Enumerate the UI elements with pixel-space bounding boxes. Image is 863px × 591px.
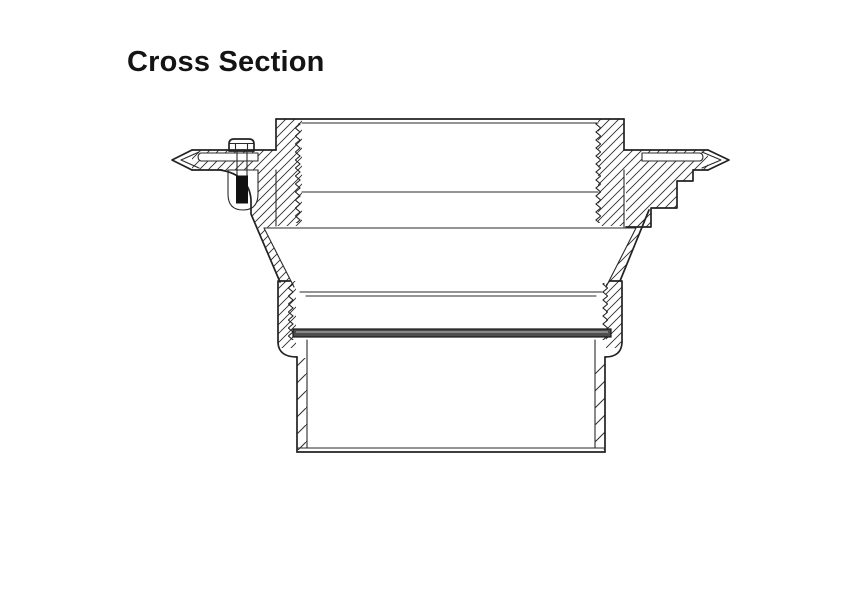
hub-right-outline (604, 280, 623, 358)
left-flange-tip (171, 149, 193, 171)
page-title: Cross Section (127, 46, 325, 78)
left-flange-tip-inner (180, 151, 200, 169)
t-bolt (228, 138, 255, 204)
section-material (192, 119, 708, 450)
bolt-shank (236, 150, 248, 177)
hub-left-outline (277, 280, 298, 358)
pipe-right-wall-hatch (595, 358, 605, 450)
right-taper-hatch (606, 212, 649, 286)
right-flange-plate-hatch (624, 150, 708, 170)
right-flange-tip (707, 149, 730, 171)
hub-left-thread (287, 283, 294, 340)
pipe (296, 339, 606, 453)
left-body-hatch (220, 170, 276, 228)
top-ring (275, 118, 625, 228)
right-flange-tip-inner (701, 151, 722, 169)
right-flange (605, 149, 730, 288)
ring-left-thread (294, 123, 301, 223)
gasket (292, 328, 612, 338)
hub-right-thread (602, 283, 609, 340)
left-flange-slot (197, 152, 259, 162)
left-taper-inner-line (263, 227, 295, 288)
ring-right-thread (595, 123, 602, 223)
right-outer-taper (619, 209, 650, 282)
bolt-lower-black (236, 175, 248, 204)
right-flange-slot (641, 152, 704, 162)
ring-right-wall-hatch (598, 119, 624, 226)
bolt-head (228, 138, 255, 152)
hub (277, 280, 623, 358)
threads (287, 123, 609, 340)
right-taper-inner-line (605, 227, 637, 288)
left-taper-hatch (251, 212, 294, 286)
right-block-steps (625, 169, 694, 228)
left-flange-plate-hatch (192, 150, 276, 170)
pipe-left-wall-hatch (297, 358, 307, 450)
gasket-band (292, 328, 612, 338)
bolt-head-detail (229, 142, 254, 152)
right-block-hatch (626, 170, 693, 227)
